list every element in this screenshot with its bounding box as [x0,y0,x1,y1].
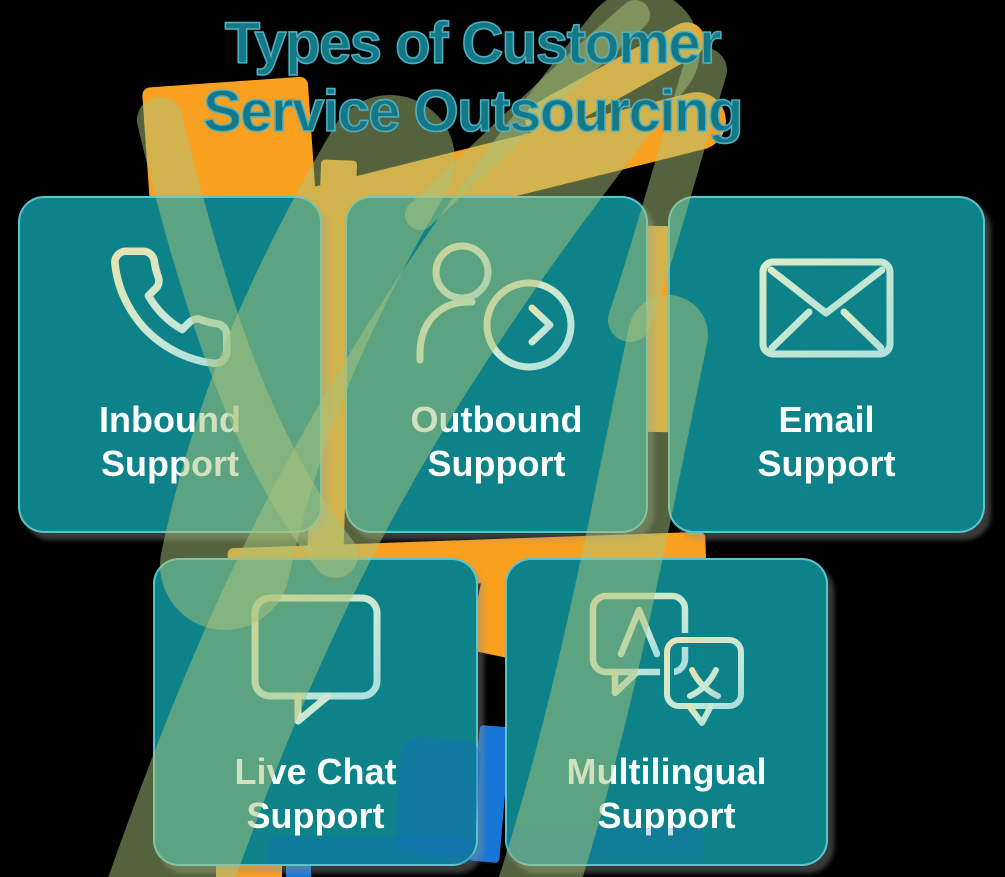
phone-icon [103,240,238,375]
card-label: Live Chat Support [234,750,396,838]
page-title-line2: Service Outsourcing [202,78,744,145]
card-inbound-support: Inbound Support [18,196,322,533]
card-label-line1: Live Chat [234,751,397,792]
watermark-blue-bottom [286,866,311,877]
card-label-line2: Support [757,442,896,484]
card-outbound-support: Outbound Support [345,196,648,533]
card-label-line1: Inbound [99,399,241,440]
translate-icon [587,590,747,730]
card-label-line1: Outbound [410,399,583,440]
card-label-line2: Support [101,442,239,484]
watermark-blue-showthrough [268,836,473,864]
chat-bubble-icon [250,590,382,730]
envelope-icon [759,240,894,375]
card-label: Multilingual Support [567,750,767,838]
page-title-line1: Types of Customer [224,10,723,77]
card-multilingual-support: Multilingual Support [505,558,828,866]
card-label-line1: Multilingual [566,751,767,792]
card-label-line2: Support [427,442,566,484]
card-label: Inbound Support [99,398,241,486]
watermark-blue-showthrough [506,828,704,862]
card-label-line1: Email [778,399,875,440]
card-email-support: Email Support [668,196,985,533]
person-arrow-icon [404,240,589,375]
card-label-line2: Support [246,794,385,836]
card-label: Email Support [758,398,896,486]
card-label: Outbound Support [411,398,583,486]
